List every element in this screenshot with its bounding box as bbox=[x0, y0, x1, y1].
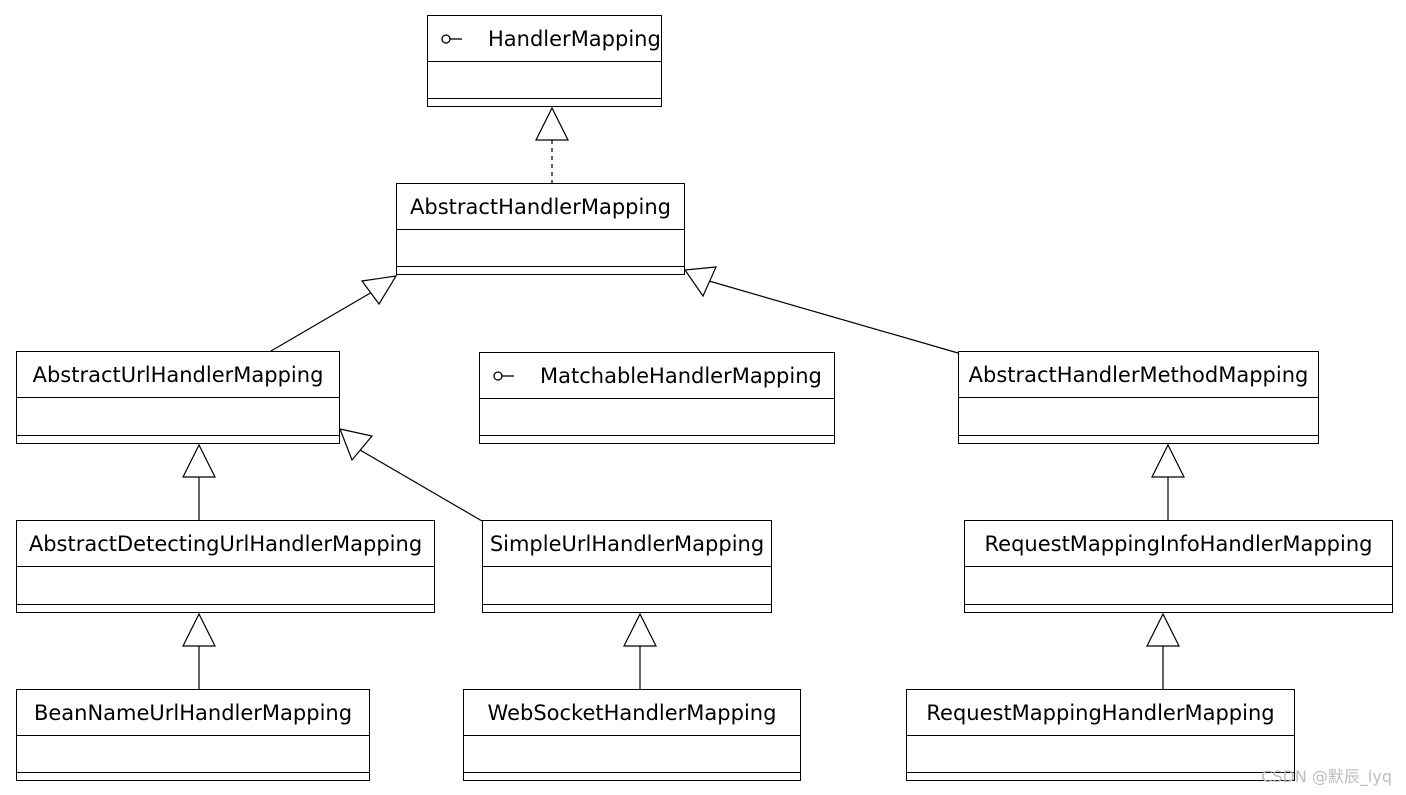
attributes-compartment bbox=[907, 736, 1294, 773]
class-name: WebSocketHandlerMapping bbox=[487, 700, 777, 725]
attributes-compartment bbox=[428, 62, 661, 99]
generalization-arrowhead bbox=[182, 612, 216, 647]
class-name: RequestMappingInfoHandlerMapping bbox=[984, 531, 1373, 556]
attributes-compartment bbox=[483, 567, 771, 605]
generalization-arrowhead bbox=[623, 612, 657, 647]
class-name: RequestMappingHandlerMapping bbox=[926, 700, 1275, 725]
watermark: CSDN @默辰_lyq bbox=[1261, 767, 1392, 786]
class-abstract-handler-mapping[interactable]: AbstractHandlerMapping bbox=[396, 183, 685, 275]
generalization-line bbox=[708, 280, 959, 354]
class-name: AbstractHandlerMapping bbox=[410, 194, 671, 219]
class-abstract-detecting-url-handler-mapping[interactable]: AbstractDetectingUrlHandlerMapping bbox=[16, 520, 435, 613]
class-name: AbstractHandlerMethodMapping bbox=[968, 362, 1309, 387]
attributes-compartment bbox=[17, 567, 434, 605]
class-name: SimpleUrlHandlerMapping bbox=[489, 531, 765, 556]
class-name: MatchableHandlerMapping bbox=[540, 363, 822, 388]
attributes-compartment bbox=[965, 567, 1392, 605]
class-abstract-handler-method-mapping[interactable]: AbstractHandlerMethodMapping bbox=[958, 351, 1319, 444]
generalization-arrowhead bbox=[1146, 612, 1180, 647]
class-bean-name-url-handler-mapping[interactable]: BeanNameUrlHandlerMapping bbox=[16, 689, 370, 781]
generalization-arrowhead bbox=[339, 428, 374, 462]
class-name: HandlerMapping bbox=[488, 26, 661, 51]
attributes-compartment bbox=[464, 736, 800, 773]
class-request-mapping-handler-mapping[interactable]: RequestMappingHandlerMapping bbox=[906, 689, 1295, 781]
class-name: AbstractDetectingUrlHandlerMapping bbox=[28, 531, 423, 556]
attributes-compartment bbox=[17, 398, 339, 436]
class-abstract-url-handler-mapping[interactable]: AbstractUrlHandlerMapping bbox=[16, 351, 340, 444]
generalization-arrowhead bbox=[683, 266, 717, 298]
class-name: AbstractUrlHandlerMapping bbox=[32, 362, 324, 387]
attributes-compartment bbox=[17, 736, 369, 773]
attributes-compartment bbox=[959, 398, 1318, 436]
class-matchable-handler-mapping[interactable]: MatchableHandlerMapping bbox=[479, 352, 835, 444]
lollipop-icon bbox=[493, 370, 514, 381]
attributes-compartment bbox=[480, 399, 834, 436]
generalization-arrowhead bbox=[1151, 443, 1185, 478]
class-name: BeanNameUrlHandlerMapping bbox=[33, 700, 353, 725]
lollipop-icon bbox=[441, 33, 462, 44]
realization-arrowhead bbox=[535, 106, 569, 141]
generalization-arrowhead bbox=[360, 275, 398, 306]
generalization-arrowhead bbox=[182, 443, 216, 478]
attributes-compartment bbox=[397, 230, 684, 267]
generalization-line bbox=[359, 449, 483, 522]
class-simple-url-handler-mapping[interactable]: SimpleUrlHandlerMapping bbox=[482, 520, 772, 613]
class-request-mapping-info-handler-mapping[interactable]: RequestMappingInfoHandlerMapping bbox=[964, 520, 1393, 613]
class-websocket-handler-mapping[interactable]: WebSocketHandlerMapping bbox=[463, 689, 801, 781]
class-handler-mapping[interactable]: HandlerMapping bbox=[427, 15, 662, 107]
generalization-line bbox=[270, 287, 380, 352]
